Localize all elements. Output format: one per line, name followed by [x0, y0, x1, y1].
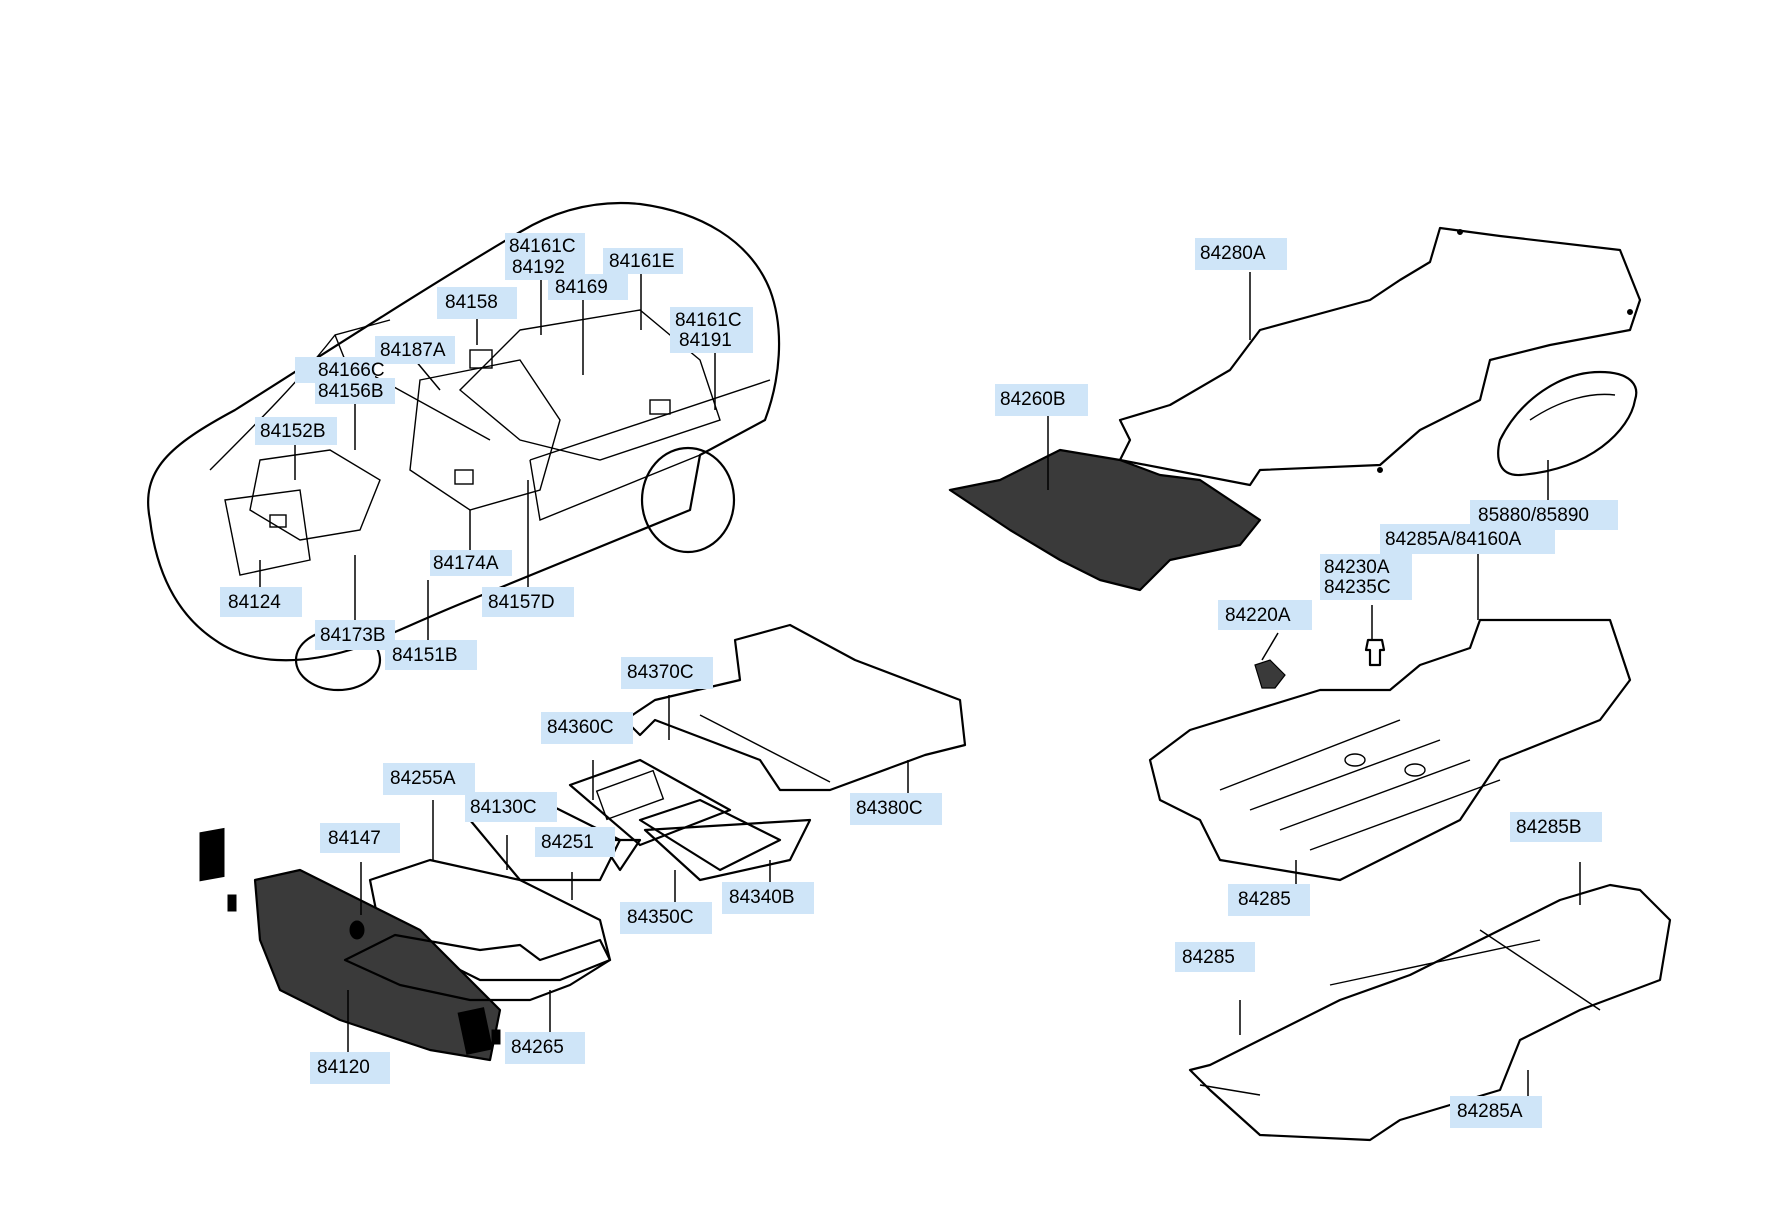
callout-label: 85880/85890: [1478, 505, 1589, 526]
callout-label: 84157D: [488, 592, 555, 613]
callout-84158: 84158: [437, 287, 517, 319]
callout-label: 84152B: [260, 421, 326, 442]
callout-84147: 84147: [320, 823, 400, 853]
callout-label: 84161C: [675, 310, 742, 331]
callout-label: 84280A: [1200, 243, 1266, 264]
callout-84173B: 84173B: [315, 620, 395, 650]
retainer-clip: [1364, 638, 1386, 667]
trunk-mat-lower: [1188, 883, 1672, 1142]
callout-label: 84285A/84160A: [1385, 529, 1522, 550]
callout-84157D: 84157D: [482, 587, 574, 617]
callout-label: 84161E: [609, 251, 675, 272]
callout-84285B: 84285B: [1510, 812, 1602, 842]
callout-84255A: 84255A: [383, 763, 475, 795]
callout-84280A: 84280A: [1195, 238, 1287, 270]
callout-label: 84370C: [627, 662, 694, 683]
callout-84156B: 84156B: [315, 378, 395, 404]
callout-label: 84174A: [433, 553, 499, 574]
callout-label: 84166C: [318, 360, 385, 381]
callout-label: 84380C: [856, 798, 923, 819]
callout-84191: 84191: [670, 327, 753, 353]
callout-84235C: 84235C: [1320, 574, 1412, 600]
callout-84120: 84120: [310, 1052, 390, 1084]
callout-84340B: 84340B: [722, 882, 814, 914]
callout-84187A: 84187A: [375, 336, 455, 364]
callout-84152B: 84152B: [255, 417, 337, 445]
callout-84192: 84192: [505, 254, 585, 280]
callout-label: 84147: [328, 828, 381, 849]
callout-84251: 84251: [535, 827, 615, 857]
callout-label: 84124: [228, 592, 281, 613]
dash-insulator: [199, 827, 502, 1062]
callout-84285A-84160A: 84285A/84160A: [1380, 524, 1555, 554]
callout-label: 84191: [679, 330, 732, 351]
callout-label: 84161C: [509, 236, 576, 257]
callout-84285A: 84285A: [1450, 1096, 1542, 1128]
callout-label: 84192: [512, 257, 565, 278]
callout-label: 84173B: [320, 625, 386, 646]
floor-mat-upper: [1118, 226, 1642, 487]
callout-label: 84265: [511, 1037, 564, 1058]
callout-label: 84151B: [392, 645, 458, 666]
callout-label: 84285: [1182, 947, 1235, 968]
carpet-pad: [343, 933, 612, 1002]
callout-84161E: 84161E: [603, 248, 683, 274]
spare-wheel-cover: [1497, 370, 1638, 477]
callout-label: 84235C: [1324, 577, 1391, 598]
callout-84151B: 84151B: [385, 640, 477, 670]
callout-label: 84360C: [547, 717, 614, 738]
callout-84169: 84169: [548, 274, 628, 300]
callout-label: 84169: [555, 277, 608, 298]
callout-84265: 84265: [505, 1032, 585, 1064]
callout-84220A: 84220A: [1218, 600, 1312, 630]
callout-84360C: 84360C: [541, 712, 633, 744]
callout-label: 84350C: [627, 907, 694, 928]
callout-84285-upper: 84285: [1228, 884, 1310, 916]
callout-label: 84187A: [380, 340, 446, 361]
callout-label: 84251: [541, 832, 594, 853]
callout-84285-lower: 84285: [1175, 942, 1255, 972]
callout-84260B: 84260B: [995, 384, 1088, 416]
callout-label: 84220A: [1225, 605, 1291, 626]
trunk-mat-upper: [1148, 618, 1632, 882]
callout-label: 84285B: [1516, 817, 1582, 838]
callout-label: 84158: [445, 292, 498, 313]
callout-label: 84120: [317, 1057, 370, 1078]
callout-label: 84285: [1238, 889, 1291, 910]
callout-label: 84255A: [390, 768, 456, 789]
callout-84130C: 84130C: [465, 792, 557, 822]
callout-84124: 84124: [220, 587, 302, 617]
callout-84174A: 84174A: [430, 550, 512, 576]
main-floor-carpet: [948, 448, 1262, 592]
callout-label: 84230A: [1324, 557, 1390, 578]
callout-label: 84340B: [729, 887, 795, 908]
callout-label: 84260B: [1000, 389, 1066, 410]
small-bracket: [1254, 659, 1286, 689]
car-body-illustration: [147, 201, 781, 692]
callout-84370C: 84370C: [621, 657, 713, 689]
callout-label: 84130C: [470, 797, 537, 818]
callout-label: 84156B: [318, 381, 384, 402]
callout-84380C: 84380C: [850, 793, 942, 825]
callout-label: 84285A: [1457, 1101, 1523, 1122]
callout-84350C: 84350C: [620, 902, 712, 934]
